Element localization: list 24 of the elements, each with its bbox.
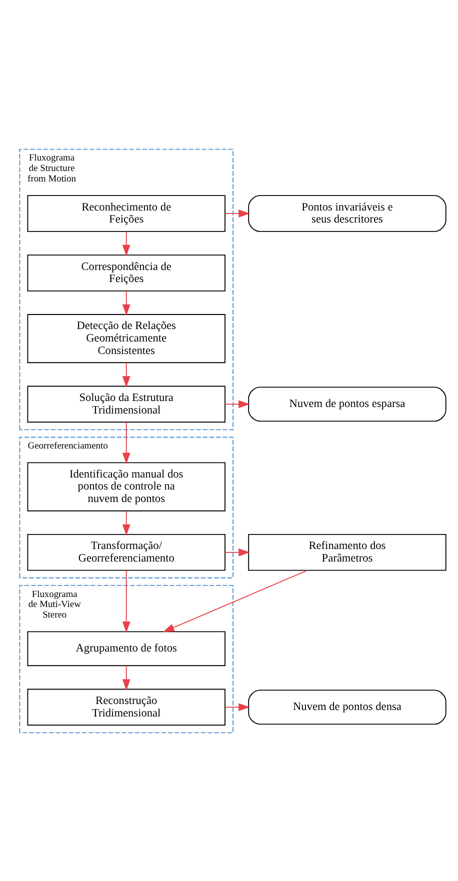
node-box: Pontos invariáveis e seus descritores: [248, 194, 446, 232]
arrow: [122, 664, 130, 690]
arrow: [224, 209, 250, 217]
arrow: [122, 230, 130, 256]
node-box: Refinamento dos Parâmetros: [248, 533, 446, 570]
node-box: Nuvem de pontos densa: [248, 689, 446, 724]
arrow: [122, 290, 130, 316]
arrow: [122, 510, 130, 536]
arrow: [224, 400, 250, 408]
arrow: [162, 569, 308, 632]
arrow: [122, 421, 130, 464]
node-box: Agrupamento de fotos: [27, 630, 226, 666]
node-box: Reconhecimento de Feições: [27, 194, 226, 232]
arrow: [224, 548, 250, 556]
node-box: Nuvem de pontos esparsa: [248, 386, 446, 422]
node-box: Correspondência de Feições: [27, 254, 226, 291]
arrow: [122, 362, 130, 387]
node-box: Reconstrução Tridimensional: [27, 688, 226, 726]
node-box: Identificação manual dos pontos de controle na nuvem de pontos: [27, 462, 226, 511]
node-box: Detecção de Relações Geométricamente Consistentes: [27, 314, 226, 363]
node-box: Transformação/ Georreferenciamento: [27, 533, 226, 570]
node-box: Solução da Estrutura Tridimensional: [27, 385, 226, 422]
arrow: [224, 702, 250, 711]
arrow: [122, 570, 130, 632]
